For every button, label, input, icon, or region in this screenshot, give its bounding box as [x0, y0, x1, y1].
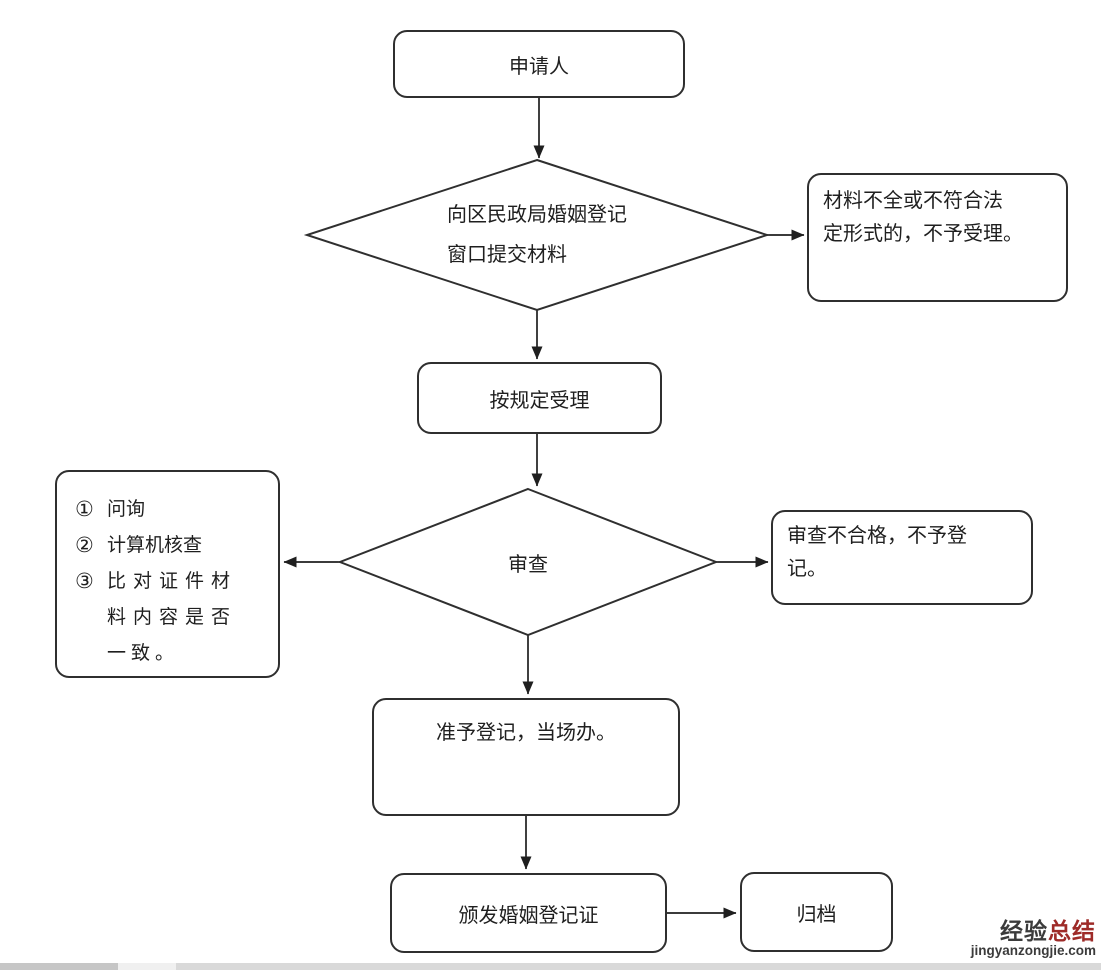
node-approve-label: 准予登记，当场办。 [436, 722, 616, 744]
node-archive-label: 归档 [796, 903, 837, 926]
node-rejected-line-1: 审查不合格，不予登 [787, 525, 967, 547]
check-item-1: ① 问询 [75, 492, 270, 528]
check-item-3: ③ 比对证件材料内容是否一致。 [75, 564, 270, 672]
watermark-title-red: 总结 [1048, 917, 1096, 944]
node-applicant: 申请人 [393, 30, 685, 98]
check-marker-1: ① [75, 498, 94, 521]
node-checks: ① 问询 ② 计算机核查 ③ 比对证件材料内容是否一致。 [55, 470, 280, 678]
node-approve: 准予登记，当场办。 [372, 698, 680, 816]
node-applicant-label: 申请人 [509, 55, 569, 78]
diamond-submit-shape [303, 158, 771, 312]
node-not-accepted-line-1: 材料不全或不符合法 [823, 190, 1003, 212]
node-archive: 归档 [740, 872, 893, 952]
check-item-2: ② 计算机核查 [75, 528, 270, 564]
node-certificate: 颁发婚姻登记证 [390, 873, 667, 953]
node-rejected: 审查不合格，不予登 记。 [771, 510, 1033, 605]
node-rejected-line-2: 记。 [787, 558, 827, 580]
watermark: 经验总结 jingyanzongjie.com [971, 919, 1096, 958]
scrollbar-thumb[interactable] [118, 963, 176, 970]
check-marker-2: ② [75, 534, 94, 557]
node-accept: 按规定受理 [417, 362, 662, 434]
watermark-title: 经验总结 [971, 919, 1096, 943]
node-certificate-label: 颁发婚姻登记证 [458, 904, 599, 927]
horizontal-scrollbar[interactable] [0, 963, 1101, 970]
check-text-3: 比对证件材料内容是否一致。 [107, 571, 235, 664]
check-text-2: 计算机核查 [107, 535, 203, 556]
watermark-title-dark: 经验 [1000, 917, 1048, 944]
node-not-accepted: 材料不全或不符合法 定形式的，不予受理。 [807, 173, 1068, 302]
diamond-review-shape [337, 487, 719, 637]
node-not-accepted-line-2: 定形式的，不予受理。 [823, 223, 1023, 245]
node-accept-label: 按规定受理 [489, 389, 590, 412]
check-marker-3: ③ [75, 570, 94, 593]
scrollbar-segment-dark[interactable] [0, 963, 118, 970]
check-text-1: 问询 [107, 499, 146, 520]
watermark-url: jingyanzongjie.com [970, 942, 1096, 958]
